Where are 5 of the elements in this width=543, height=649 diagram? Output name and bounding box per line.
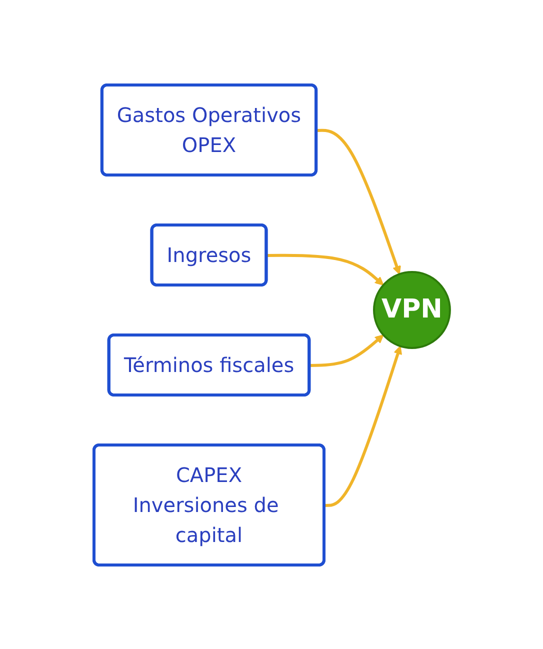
arrow xyxy=(266,253,384,285)
arrow xyxy=(309,334,384,366)
arrow xyxy=(316,128,400,274)
arrow xyxy=(324,345,402,506)
node-circle: VPN xyxy=(372,270,450,348)
